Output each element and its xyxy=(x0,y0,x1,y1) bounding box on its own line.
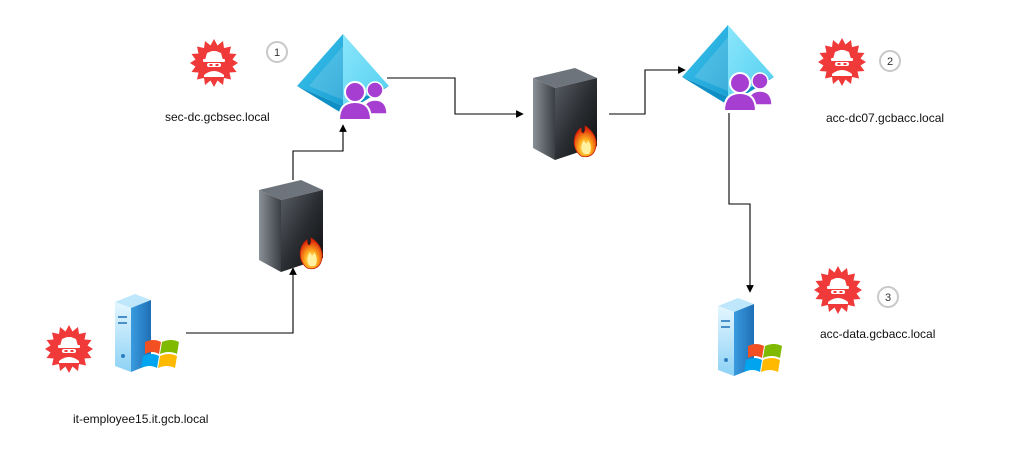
acc-dc07-threat-icon xyxy=(818,38,866,86)
edge-firewall1-to-sec-dc xyxy=(292,124,347,180)
acc-data-threat-icon xyxy=(814,266,862,314)
firewall-2-icon xyxy=(532,67,598,161)
firewall-1-icon xyxy=(258,179,324,273)
step-badge-2: 2 xyxy=(879,50,901,72)
acc-dc07-azure-ad-icon xyxy=(681,24,775,112)
step-badge-3: 3 xyxy=(877,286,899,308)
acc-data-server-icon xyxy=(718,298,782,376)
it-employee15-threat-icon xyxy=(45,325,93,373)
svg-text:2: 2 xyxy=(887,56,893,68)
step-badge-1: 1 xyxy=(266,41,288,63)
edge-sec-dc-to-firewall2 xyxy=(387,77,524,118)
svg-text:3: 3 xyxy=(885,292,891,304)
sec-dc-azure-ad-icon xyxy=(296,33,390,121)
edge-employee-to-firewall1 xyxy=(186,267,297,334)
sec-dc-label: sec-dc.gcbsec.local xyxy=(165,110,270,124)
connectors xyxy=(186,66,754,334)
it-employee15-label: it-employee15.it.gcb.local xyxy=(73,412,209,426)
acc-data-label: acc-data.gcbacc.local xyxy=(820,327,936,341)
sec-dc-threat-icon xyxy=(190,39,238,87)
acc-dc07-label: acc-dc07.gcbacc.local xyxy=(826,111,945,125)
svg-text:1: 1 xyxy=(274,47,280,59)
it-employee15-server-icon xyxy=(115,294,179,372)
edge-firewall2-to-acc-dc07 xyxy=(609,66,686,115)
edge-acc-dc07-to-acc-data xyxy=(728,113,754,293)
